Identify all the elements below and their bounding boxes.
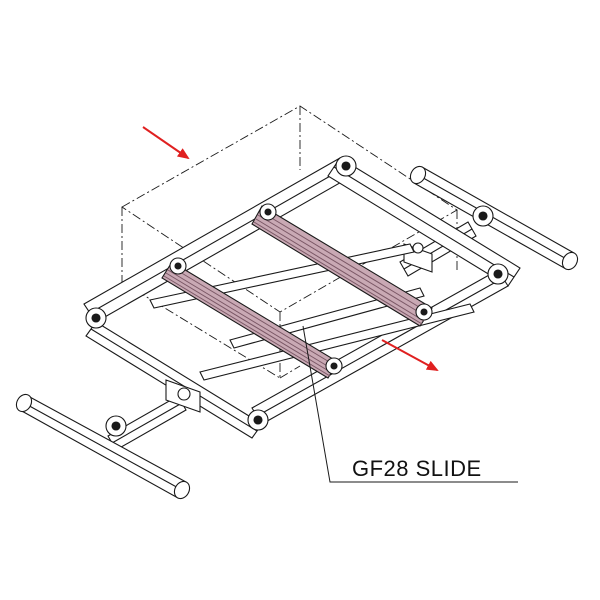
callout-leader-line	[302, 325, 518, 483]
frame-tubes	[83, 157, 521, 439]
left-leg-assembly	[15, 379, 201, 500]
load-direction-arrow-in	[142, 126, 190, 160]
load-direction-arrow-out	[381, 339, 439, 371]
frame-joints	[85, 155, 509, 431]
right-foot-end	[561, 251, 579, 271]
left-foot-end	[173, 480, 191, 500]
roller-upper	[251, 205, 433, 327]
callout-label-gf28-slide: GF28 SLIDE	[352, 456, 482, 481]
roller-lower	[161, 261, 339, 379]
inner-rail-2	[199, 303, 475, 381]
